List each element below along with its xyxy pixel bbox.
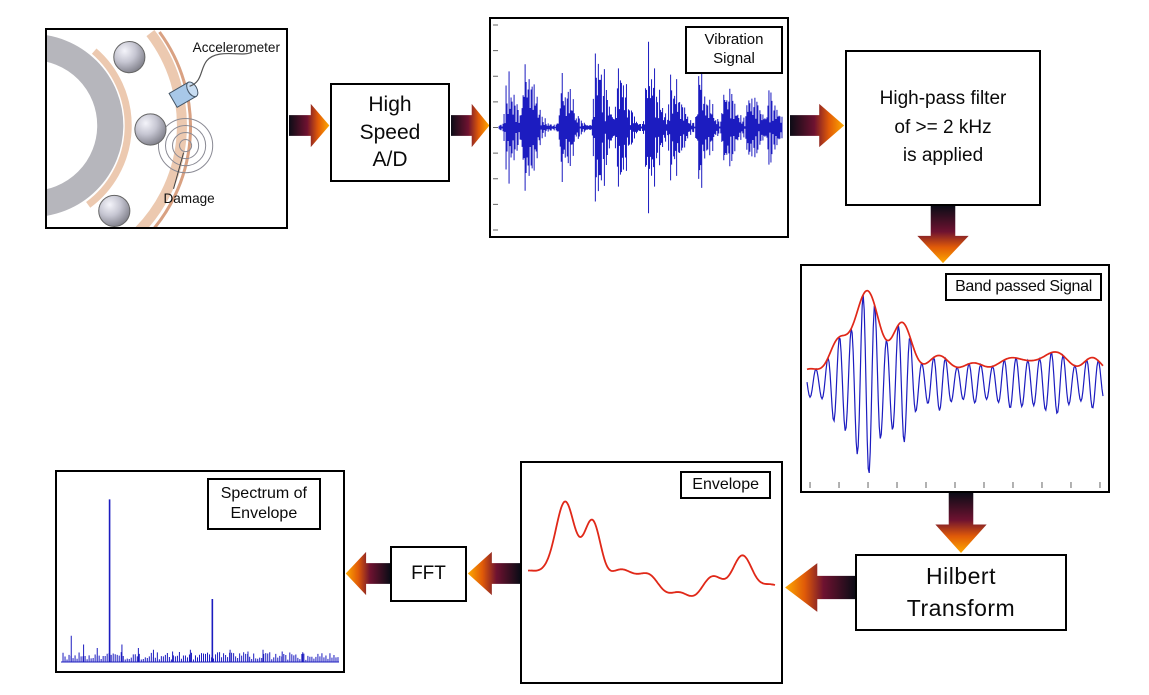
arrow-hilbert-to-envelope (784, 560, 855, 615)
spectrum-main-spikes (108, 499, 214, 662)
filter-box-line: is applied (902, 145, 984, 167)
band-passed-signal-plot (806, 289, 1104, 488)
arrow-ad-to-vibration (451, 101, 490, 150)
bearing-cross-section (47, 30, 253, 227)
band-passed-signal-label: Band passed Signal (945, 273, 1102, 301)
envelope-panel: Envelope (520, 461, 783, 684)
x-axis-ticks (809, 481, 1101, 488)
envelope-curve (527, 500, 776, 597)
block-arrow-down (917, 206, 969, 264)
arrow-fft-to-spectrum (345, 549, 390, 598)
ball-1 (113, 41, 146, 74)
band-passed-waveform (806, 294, 1104, 474)
vibration-signal-panel: Vibration Signal (489, 17, 789, 238)
vibration-signal-plot (493, 24, 783, 231)
fft-box: FFT (390, 546, 467, 602)
band-envelope-curve (806, 289, 1104, 371)
accelerometer-label: Accelerometer (193, 40, 281, 55)
block-arrow-right (451, 103, 490, 148)
spectrum-of-envelope-panel: Spectrum of Envelope (55, 470, 345, 673)
bearing-illustration: Accelerometer Damage (47, 30, 281, 227)
spectrum-of-envelope-plot (61, 499, 339, 663)
spectrum-of-envelope-label: Spectrum of Envelope (206, 478, 321, 530)
block-arrow-left (467, 551, 520, 596)
sensor-wire (189, 51, 253, 87)
vibration-signal-label: Vibration Signal (685, 26, 783, 74)
ball-3 (98, 194, 131, 227)
block-arrow-left (785, 563, 855, 612)
block-arrow-left (345, 551, 390, 596)
inner-ring (47, 35, 124, 216)
ad-box-line: A/D (372, 148, 408, 172)
accelerometer-sensor (168, 81, 199, 109)
hilbert-box-line: Hilbert (926, 563, 996, 590)
ball-2 (134, 113, 167, 146)
hilbert-transform-box: Hilbert Transform (855, 554, 1067, 631)
outer-race-edge (153, 31, 193, 227)
inner-race (86, 48, 132, 208)
high-pass-filter-box: High-pass filter of >= 2 kHz is applied (845, 50, 1041, 206)
block-arrow-down (935, 493, 987, 554)
filter-box-line: High-pass filter (879, 88, 1007, 110)
y-axis-ticks (493, 24, 499, 231)
arrow-bearing-to-ad (289, 101, 330, 150)
ad-box-line: Speed (359, 120, 421, 144)
bearing-illustration-panel: Accelerometer Damage (45, 28, 288, 229)
vibration-waveform (498, 41, 783, 214)
damage-leader-line (173, 152, 185, 189)
fft-box-label: FFT (411, 563, 446, 584)
band-passed-signal-panel: Band passed Signal (800, 264, 1110, 493)
arrow-filter-to-band (914, 206, 972, 264)
outer-race (135, 30, 187, 227)
envelope-label: Envelope (680, 471, 771, 499)
arrow-envelope-to-fft (467, 549, 520, 598)
arrow-band-to-hilbert (932, 493, 990, 554)
damage-label: Damage (163, 191, 214, 206)
ad-box-line: High (368, 92, 412, 116)
envelope-plot (527, 500, 776, 597)
filter-box-line: of >= 2 kHz (894, 116, 992, 138)
damage-ripples (157, 117, 214, 174)
block-arrow-right (289, 103, 330, 148)
block-arrow-right (790, 103, 845, 148)
spectrum-minor-spikes (62, 635, 339, 662)
hilbert-box-line: Transform (906, 594, 1016, 621)
arrow-vibration-to-filter (790, 101, 845, 150)
high-speed-ad-box: High Speed A/D (330, 83, 450, 182)
